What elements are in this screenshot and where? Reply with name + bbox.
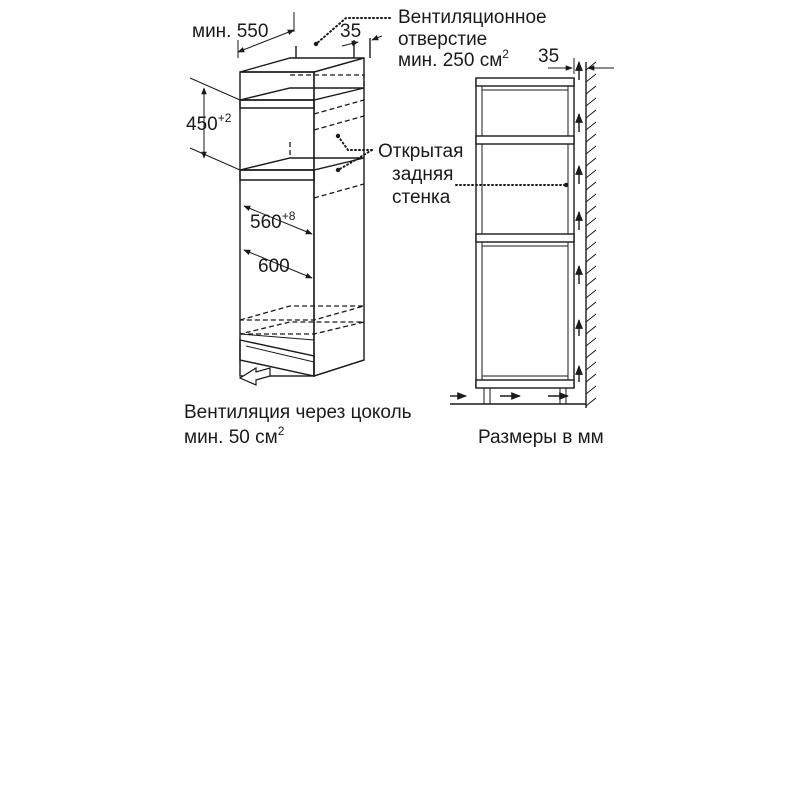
cabinet-3d-view (239, 38, 371, 377)
open-back-line3: стенка (392, 187, 451, 208)
vent-opening-line3: мин. 250 см2 (398, 47, 509, 71)
dim-600-label: 600 (258, 256, 290, 277)
top-panel (475, 77, 575, 87)
dimension-560: 560+8 (243, 205, 313, 235)
cabinet-top-face (239, 57, 365, 73)
oven-shelf-section (475, 233, 575, 243)
vent-opening-line2: отверстие (398, 29, 487, 50)
upper-shelf-section (475, 135, 575, 145)
plinth-vent-line2: мин. 50 см2 (184, 424, 285, 448)
dim-35-right-label: 35 (538, 46, 559, 67)
upper-shelf (239, 87, 365, 101)
middle-shelf (239, 157, 365, 171)
open-back-line2: задняя (392, 164, 453, 185)
plinth-vent-line1: Вентиляция через цоколь (184, 402, 412, 423)
open-back-line1: Открытая (378, 141, 463, 162)
open-back-leader-upper (337, 135, 373, 151)
plinth-intake-arrow-icon (238, 366, 271, 386)
dimension-35-right: 35 (538, 46, 614, 74)
dim-550-label: мин. 550 (192, 21, 268, 42)
vent-opening-line1: Вентиляционное (398, 7, 547, 28)
oven-appliance (481, 245, 569, 377)
dimension-600: 600 (243, 249, 313, 279)
vent-opening-callout: Вентиляционное отверстие мин. 250 см2 (398, 7, 547, 71)
dim-35-top-label: 35 (340, 21, 361, 42)
plinth-vent-callout: Вентиляция через цоколь мин. 50 см2 (184, 402, 412, 448)
upper-appliance (481, 89, 569, 137)
dimensions-unit-caption: Размеры в мм (478, 427, 604, 448)
dim-560-label: 560+8 (250, 209, 296, 233)
airflow-arrows (450, 61, 583, 400)
cabinet-side-section (450, 61, 597, 408)
open-back-callout: Открытая задняя стенка (378, 141, 463, 208)
dim-450-label: 450+2 (186, 111, 232, 135)
bottom-panel (475, 379, 575, 389)
dimension-450: 450+2 (186, 77, 241, 171)
dimension-35-top: 35 (340, 21, 383, 47)
plinth-leg-front (483, 387, 491, 405)
vent-opening-leader (315, 17, 391, 45)
dimension-min-550: мин. 550 (192, 12, 295, 58)
wall-hatching (585, 61, 597, 407)
open-back-leader-lower (337, 149, 373, 171)
